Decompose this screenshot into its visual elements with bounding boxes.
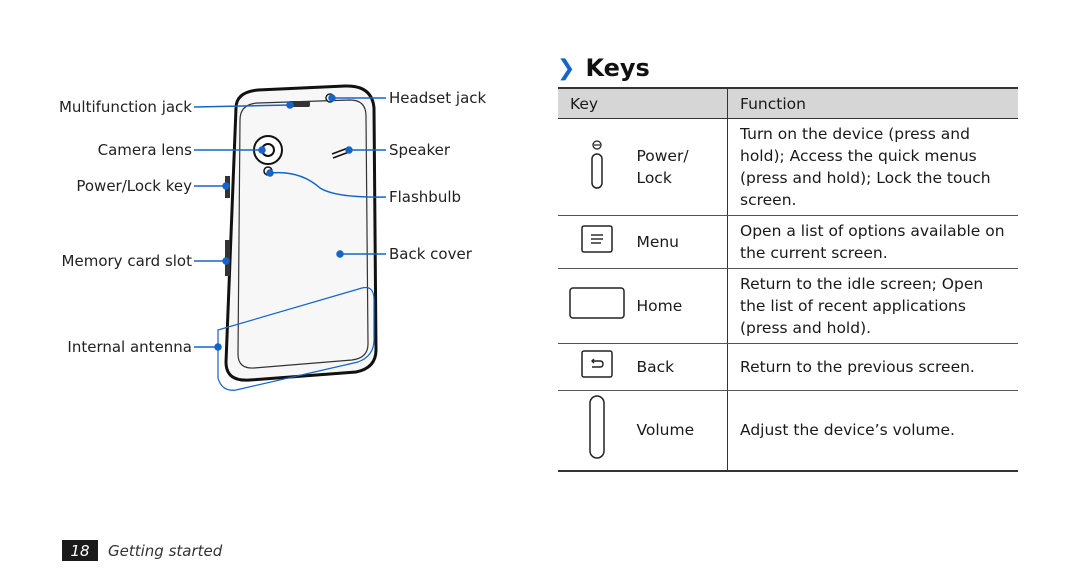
table-header-row: Key Function xyxy=(558,87,1018,119)
label-speaker: Speaker xyxy=(389,141,451,159)
phone-back-diagram: Multifunction jack Camera lens Power/Loc… xyxy=(59,84,487,391)
key-name: Back xyxy=(636,343,728,391)
chevron-right-icon: ❯ xyxy=(557,55,576,81)
key-icon-cell xyxy=(558,390,637,472)
label-flashbulb: Flashbulb xyxy=(389,188,461,206)
menu-key-icon xyxy=(581,225,613,253)
key-name: Power/ Lock xyxy=(636,118,728,216)
table-row: Menu Open a list of options available on… xyxy=(558,215,1018,269)
label-power-lock-key: Power/Lock key xyxy=(76,177,192,195)
key-name: Home xyxy=(636,268,728,344)
label-camera-lens: Camera lens xyxy=(98,141,193,159)
phone-back-cover xyxy=(237,99,369,369)
key-function: Open a list of options available on the … xyxy=(727,215,1018,269)
key-icon-cell xyxy=(558,343,637,391)
speaker-grille xyxy=(331,147,350,159)
key-function: Return to the idle screen; Open the list… xyxy=(727,268,1018,344)
key-name: Volume xyxy=(636,390,728,472)
label-multifunction-jack: Multifunction jack xyxy=(59,98,192,116)
home-key-icon xyxy=(569,287,625,319)
key-function: Return to the previous screen. xyxy=(727,343,1018,391)
key-function: Adjust the device’s volume. xyxy=(727,390,1018,472)
table-row: Power/ Lock Turn on the device (press an… xyxy=(558,118,1018,216)
back-key-icon xyxy=(581,350,613,378)
volume-key-icon xyxy=(589,395,605,459)
label-headset-jack: Headset jack xyxy=(389,89,487,107)
key-icon-cell xyxy=(558,215,637,269)
footer-section-title: Getting started xyxy=(108,541,223,560)
section-title: Keys xyxy=(585,54,650,82)
table-row: Home Return to the idle screen; Open the… xyxy=(558,268,1018,344)
key-icon-cell xyxy=(558,118,637,216)
page-number: 18 xyxy=(62,540,98,561)
phone-body-outline xyxy=(224,84,378,382)
section-heading: ❯ Keys xyxy=(557,50,650,86)
label-back-cover: Back cover xyxy=(389,245,473,263)
table-row: Volume Adjust the device’s volume. xyxy=(558,390,1018,472)
header-function: Function xyxy=(727,87,1018,119)
power-key-icon xyxy=(591,140,603,189)
internal-antenna-region xyxy=(217,286,375,391)
page-footer: 18 Getting started xyxy=(62,540,222,561)
table-row: Back Return to the previous screen. xyxy=(558,343,1018,391)
header-key: Key xyxy=(558,87,728,119)
key-name: Menu xyxy=(636,215,728,269)
key-icon-cell xyxy=(558,268,637,344)
key-function: Turn on the device (press and hold); Acc… xyxy=(727,118,1018,216)
label-memory-card-slot: Memory card slot xyxy=(62,252,193,270)
label-internal-antenna: Internal antenna xyxy=(67,338,192,356)
keys-table: Key Function Power/ Lock Turn on the dev… xyxy=(558,87,1018,472)
